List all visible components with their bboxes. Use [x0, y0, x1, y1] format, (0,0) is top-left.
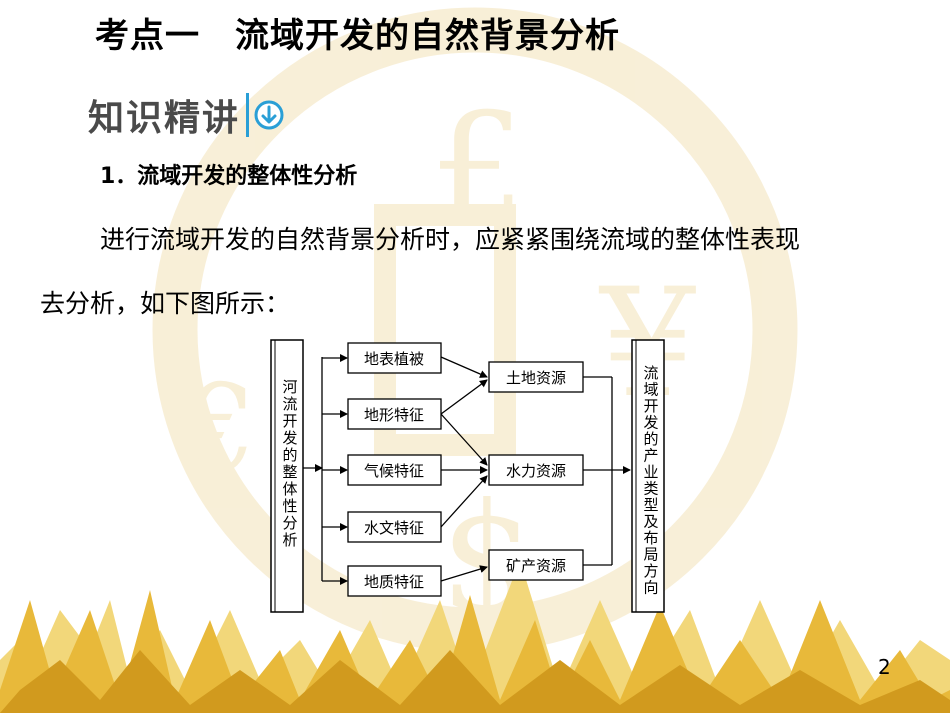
section-label: 知识精讲 [88, 98, 241, 139]
factor-resource-arrows [440, 356, 488, 582]
section-divider [246, 93, 250, 137]
paragraph-line-2: 去分析，如下图所示： [40, 289, 291, 318]
right-box-label: 流域开发的产业类型及布局方向 [643, 364, 658, 597]
page-number: 2 [878, 655, 891, 679]
paragraph-line-1: 进行流域开发的自然背景分析时，应紧紧围绕流域的整体性表现 [100, 225, 801, 254]
left-box-label: 河流开发的整体性分析 [282, 378, 297, 549]
factor-box [347, 565, 442, 597]
subheading: 1．流域开发的整体性分析 [100, 164, 358, 189]
mountain-silhouette [0, 560, 950, 713]
factor-label: 地形特征 [364, 406, 424, 424]
resource-label: 土地资源 [506, 369, 566, 387]
factor-box [347, 342, 442, 374]
right-summary-box: 流域开发的产业类型及布局方向 [631, 339, 665, 613]
svg-text:£: £ [430, 82, 525, 256]
factor-label: 地质特征 [364, 573, 424, 591]
factor-box [347, 454, 442, 486]
resource-box [488, 361, 584, 393]
left-summary-box: 河流开发的整体性分析 [270, 339, 304, 613]
section-header: 知识精讲 [88, 92, 285, 139]
factor-label: 地表植被 [364, 350, 424, 368]
factor-box [347, 511, 442, 543]
svg-text:€: € [179, 360, 256, 499]
slide-title: 考点一 流域开发的自然背景分析 [95, 16, 620, 56]
resource-bracket [583, 376, 631, 566]
factor-box [347, 398, 442, 430]
resource-label: 矿产资源 [506, 557, 566, 575]
circle-arrow-down-icon[interactable] [253, 99, 285, 131]
factor-label: 水文特征 [364, 519, 424, 537]
resource-label: 水力资源 [506, 462, 566, 480]
factor-label: 气候特征 [364, 462, 424, 480]
